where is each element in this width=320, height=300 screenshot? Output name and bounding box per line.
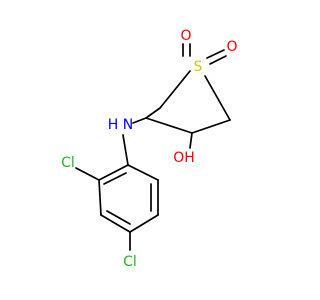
bond-c9-c10 <box>100 214 131 233</box>
bond-c2-c1 <box>145 107 161 119</box>
bond-c7-c8-inner <box>103 172 127 185</box>
amine-h-label: H <box>108 117 119 133</box>
bond-c3-oh <box>189 132 193 149</box>
bonds <box>75 43 231 251</box>
bond-c8-c9 <box>98 179 102 216</box>
bond-c10-c11 <box>129 214 159 233</box>
bond-n-c7 <box>122 134 129 166</box>
hydroxyl-label: OH <box>173 150 195 166</box>
chlorine-ortho-label: Cl <box>61 155 75 171</box>
molecule-diagram: S O O N H OH Cl Cl <box>61 28 237 270</box>
bond-s-o-right-a <box>206 49 225 59</box>
sulfur-atom-label: S <box>194 59 203 75</box>
bond-c9-c10-inner <box>106 210 131 225</box>
bond-s-c4 <box>204 75 231 121</box>
bond-c2-n <box>132 117 147 124</box>
bond-c1-s <box>159 70 191 109</box>
bond-c4-c3 <box>191 119 231 134</box>
oxygen-right-atom-label: O <box>226 39 237 55</box>
bond-c12-c7 <box>127 164 159 181</box>
oxygen-top-atom-label: O <box>180 28 191 44</box>
atom-labels: S O O N H OH Cl Cl <box>61 28 237 270</box>
bond-c7-c8 <box>98 164 129 181</box>
chlorine-para-label: Cl <box>123 254 137 270</box>
bond-c8-cl <box>75 167 100 181</box>
bond-s-o-right-b <box>209 55 227 65</box>
bond-c3-c2 <box>145 117 193 134</box>
amine-n-label: N <box>123 117 133 133</box>
